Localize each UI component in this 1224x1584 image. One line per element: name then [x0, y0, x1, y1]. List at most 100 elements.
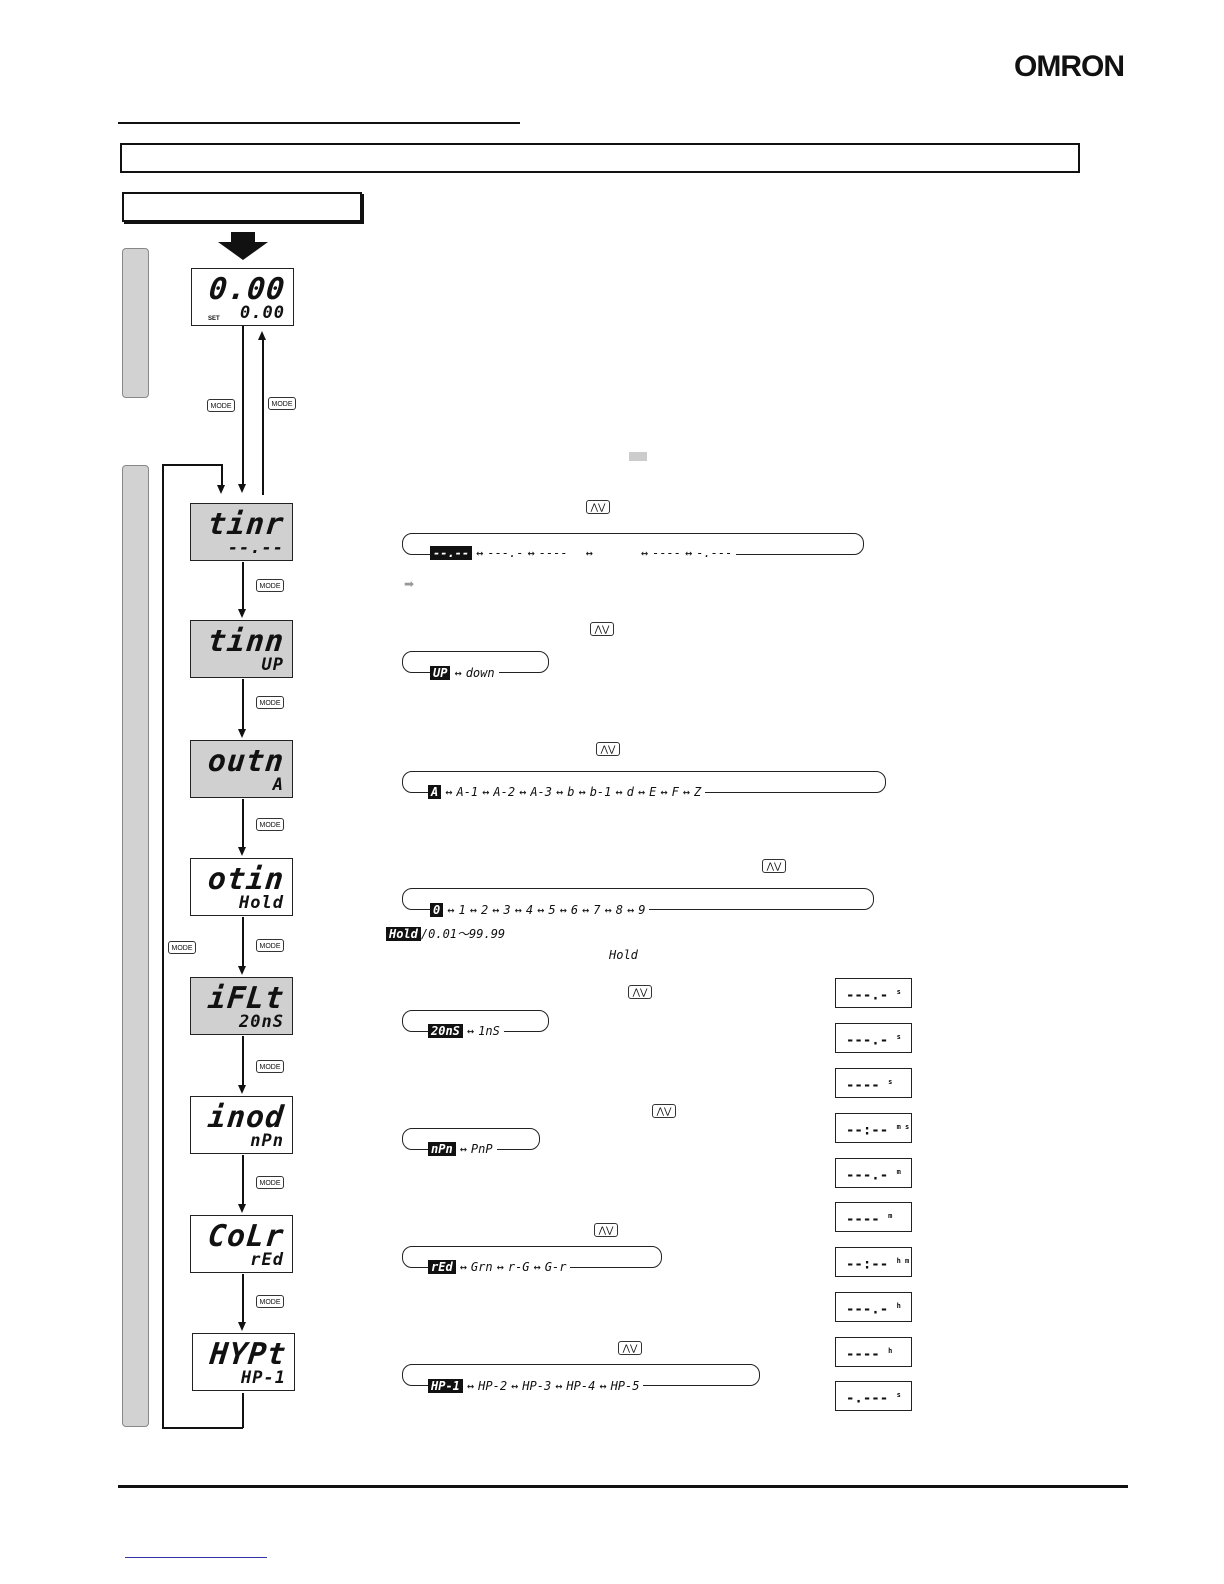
arrow-icon: ↔: [496, 1260, 504, 1274]
arrow-icon: ↔: [511, 1379, 519, 1393]
param-code: HYPt: [207, 1337, 288, 1372]
one-shot-range-note: Hold/0.01～99.99: [386, 925, 505, 942]
param-code: tinn: [205, 624, 286, 659]
title-banner: [120, 143, 1080, 173]
set-label: SET: [208, 316, 220, 322]
option: F: [671, 785, 679, 799]
option-selected: nPn: [428, 1142, 456, 1156]
option: E: [649, 785, 657, 799]
omron-logo: OMRON: [1014, 50, 1125, 83]
param-code: iFLt: [205, 981, 286, 1016]
arrow-up-icon: [258, 331, 266, 340]
arrow-icon: ↔: [514, 903, 522, 917]
mode-key[interactable]: MODE: [256, 818, 284, 831]
arrow-icon: ↔: [476, 546, 484, 560]
timer-range-options: --.--↔---.-↔----↔↔----↔-.---: [430, 546, 737, 560]
option: 7: [593, 903, 601, 917]
mode-key[interactable]: MODE: [256, 1060, 284, 1073]
mode-key[interactable]: MODE: [256, 1295, 284, 1308]
time-unit-box: ---.- s: [835, 978, 912, 1008]
option: HP-5: [610, 1379, 640, 1393]
arrow-icon: ↔: [555, 1379, 563, 1393]
run-mode-bar: [122, 248, 149, 398]
section-rule: [118, 122, 520, 124]
up-down-keys-icon[interactable]: ⋀⋁: [618, 1341, 642, 1355]
time-unit-box: ---- m: [835, 1202, 912, 1232]
option: down: [465, 666, 495, 680]
mode-key[interactable]: MODE: [268, 397, 296, 410]
arrow-down-icon: [238, 966, 246, 975]
param-code: outn: [205, 744, 286, 779]
arrow-icon: ↔: [637, 785, 646, 799]
run-mode-display: 0.00 SET 0.00: [191, 268, 294, 326]
param-code: inod: [205, 1100, 286, 1135]
return-loop-line: [221, 464, 223, 486]
up-down-keys-icon[interactable]: ⋀⋁: [652, 1104, 676, 1118]
mode-key[interactable]: MODE: [207, 399, 235, 412]
time-unit-box: ---.- h: [835, 1292, 912, 1322]
option: 8: [615, 903, 623, 917]
present-value: 0.00: [206, 272, 287, 307]
up-down-keys-icon[interactable]: ⋀⋁: [762, 859, 786, 873]
output-mode-display: outn A: [190, 740, 293, 798]
arrow-icon: ↔: [482, 785, 490, 799]
flow-line: [242, 679, 244, 730]
arrow-icon: ↔: [527, 546, 535, 560]
option-selected: Hold: [386, 927, 421, 941]
option: HP-3: [522, 1379, 552, 1393]
option: 6: [570, 903, 579, 917]
option-selected: rEd: [428, 1260, 456, 1274]
arrow-down-icon: [238, 1322, 246, 1331]
arrow-icon: ↔: [447, 903, 455, 917]
param-value: HP-1: [241, 1368, 286, 1388]
option: HP-2: [478, 1379, 508, 1393]
arrow-down-icon: [238, 729, 246, 738]
mode-key[interactable]: MODE: [256, 696, 284, 709]
subtitle-box: [122, 192, 362, 222]
time-unit-box: --:-- h m: [835, 1247, 912, 1277]
param-value: nPn: [250, 1131, 284, 1151]
param-code: otin: [205, 862, 286, 897]
flow-line: [242, 799, 244, 848]
hold-label: Hold: [609, 948, 638, 962]
flow-line: [262, 340, 264, 495]
range-text: /0.01～99.99: [420, 927, 506, 941]
arrow-icon: ↔: [445, 785, 453, 799]
return-loop-line: [162, 1427, 243, 1429]
option: PnP: [470, 1142, 493, 1156]
flow-line: [242, 1155, 244, 1205]
mode-key[interactable]: MODE: [256, 1176, 284, 1189]
up-down-keys-icon[interactable]: ⋀⋁: [596, 742, 620, 756]
option-selected: --.--: [430, 546, 473, 560]
option: A-2: [493, 785, 516, 799]
option-selected: A: [428, 785, 442, 799]
return-loop-line: [162, 464, 222, 466]
arrow-down-icon: [238, 484, 246, 493]
flow-line: [242, 917, 244, 967]
param-value: --.--: [227, 538, 284, 558]
hysteresis-type-display: HYPt HP-1: [192, 1333, 295, 1391]
footer-link[interactable]: [125, 1557, 267, 1558]
up-down-keys-icon[interactable]: ⋀⋁: [586, 500, 610, 514]
output-mode-options: A↔A-1↔A-2↔A-3↔b↔b-1↔d↔E↔F↔Z: [428, 785, 706, 799]
arrow-icon: ↔: [556, 785, 564, 799]
mode-key[interactable]: MODE: [168, 941, 196, 954]
arrow-icon: ↔: [492, 903, 500, 917]
up-down-keys-icon[interactable]: ⋀⋁: [590, 622, 614, 636]
mode-key[interactable]: MODE: [256, 579, 284, 592]
mode-key[interactable]: MODE: [256, 939, 284, 952]
highlight-legend-swatch: [629, 452, 647, 461]
up-down-keys-icon[interactable]: ⋀⋁: [594, 1223, 618, 1237]
option: A-3: [530, 785, 552, 799]
time-unit-box: --:-- m s: [835, 1113, 912, 1143]
up-down-keys-icon[interactable]: ⋀⋁: [628, 985, 652, 999]
option: 1: [458, 903, 466, 917]
arrow-icon: ↔: [582, 903, 590, 917]
footer-rule: [118, 1485, 1128, 1488]
timer-range-display: tinr --.--: [190, 503, 293, 561]
flow-line: [242, 326, 244, 484]
param-value: rEd: [250, 1250, 284, 1270]
input-mode-options: nPn↔PnP: [428, 1142, 497, 1156]
arrow-icon: ↔: [519, 785, 527, 799]
arrow-icon: ↔: [599, 1379, 607, 1393]
